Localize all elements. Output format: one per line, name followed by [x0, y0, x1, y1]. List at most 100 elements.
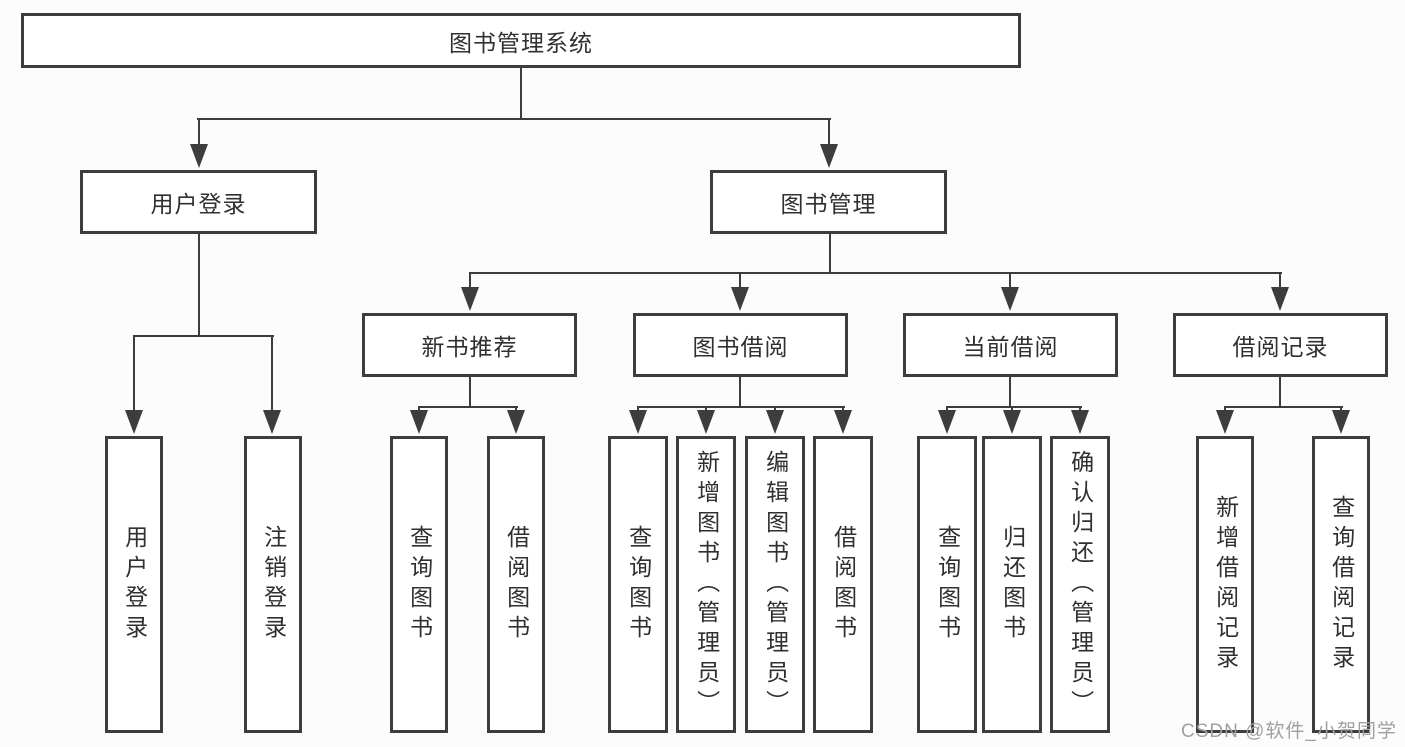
leaf-user-login: 用户登录: [105, 436, 163, 733]
leaf-edit-books-admin: 编辑图书（管理员）: [745, 436, 805, 733]
arrow-down-icon: [461, 287, 479, 311]
arrow-down-icon: [731, 287, 749, 311]
connector-arrow: [125, 335, 143, 434]
connector-line: [739, 377, 741, 407]
node-label: 当前借阅: [962, 334, 1059, 360]
connector-arrow: [820, 118, 838, 168]
connector-line: [1009, 377, 1011, 407]
arrow-down-icon: [834, 410, 852, 434]
connector-line: [1279, 377, 1281, 407]
leaf-logout: 注销登录: [244, 436, 302, 733]
connector-arrow: [938, 406, 956, 434]
connector-line: [469, 377, 471, 407]
leaf-label: 查询图书: [406, 524, 433, 645]
leaf-add-borrow-record: 新增借阅记录: [1196, 436, 1254, 733]
connector-stub: [1009, 272, 1011, 293]
leaf-label: 查询借阅记录: [1328, 494, 1355, 675]
arrow-down-icon: [766, 410, 784, 434]
leaf-label: 注销登录: [260, 524, 287, 645]
leaf-query-books: 查询图书: [390, 436, 448, 733]
arrow-down-icon: [263, 410, 281, 434]
node-label: 新书推荐: [421, 334, 518, 360]
connector-arrow: [766, 406, 784, 434]
connector-stub: [198, 118, 200, 150]
arrow-down-icon: [190, 144, 208, 168]
leaf-query-books: 查询图书: [608, 436, 668, 733]
leaf-label: 确认归还（管理员）: [1067, 449, 1094, 720]
connector-arrow: [190, 118, 208, 168]
csdn-watermark: CSDN @软件_小贺同学: [1181, 721, 1397, 742]
leaf-label: 查询图书: [625, 524, 652, 645]
node-book-management: 图书管理: [710, 170, 947, 234]
connector-stub: [828, 118, 830, 150]
leaf-return-books: 归还图书: [982, 436, 1042, 733]
connector-line: [469, 272, 1282, 274]
leaf-add-books-admin: 新增图书（管理员）: [676, 436, 736, 733]
connector-arrow: [461, 272, 479, 311]
arrow-down-icon: [697, 410, 715, 434]
connector-stub: [739, 272, 741, 293]
leaf-label: 借阅图书: [830, 524, 857, 645]
connector-arrow: [507, 406, 525, 434]
arrow-down-icon: [410, 410, 428, 434]
leaf-borrow-books: 借阅图书: [813, 436, 873, 733]
connector-stub: [469, 272, 471, 293]
leaf-label: 用户登录: [121, 524, 148, 645]
node-label: 图书管理: [780, 191, 877, 217]
node-user-login: 用户登录: [80, 170, 317, 234]
leaf-borrow-books: 借阅图书: [487, 436, 545, 733]
leaf-label: 归还图书: [999, 524, 1026, 645]
connector-arrow: [834, 406, 852, 434]
connector-line: [197, 118, 831, 120]
arrow-down-icon: [938, 410, 956, 434]
arrow-down-icon: [125, 410, 143, 434]
node-label: 图书管理系统: [449, 29, 593, 56]
arrow-down-icon: [1003, 410, 1021, 434]
connector-arrow: [1071, 406, 1089, 434]
connector-arrow: [1003, 406, 1021, 434]
leaf-query-books: 查询图书: [917, 436, 977, 733]
connector-line: [946, 406, 1082, 408]
leaf-query-borrow-record: 查询借阅记录: [1312, 436, 1370, 733]
connector-line: [829, 234, 831, 273]
connector-arrow: [263, 335, 281, 434]
arrow-down-icon: [820, 144, 838, 168]
node-label: 借阅记录: [1232, 334, 1329, 360]
connector-stub: [1279, 272, 1281, 293]
connector-arrow: [1216, 406, 1234, 434]
connector-arrow: [697, 406, 715, 434]
connector-line: [133, 335, 274, 337]
connector-line: [418, 406, 518, 408]
leaf-label: 借阅图书: [503, 524, 530, 645]
connector-line: [198, 234, 200, 336]
node-current-borrowing: 当前借阅: [903, 313, 1118, 377]
connector-line: [520, 68, 522, 120]
connector-arrow: [1332, 406, 1350, 434]
arrow-down-icon: [629, 410, 647, 434]
node-borrowing-records: 借阅记录: [1173, 313, 1388, 377]
leaf-label: 编辑图书（管理员）: [762, 449, 789, 720]
arrow-down-icon: [507, 410, 525, 434]
connector-arrow: [1271, 272, 1289, 311]
node-new-book-recommendation: 新书推荐: [362, 313, 577, 377]
node-book-borrowing: 图书借阅: [633, 313, 848, 377]
leaf-label: 新增借阅记录: [1212, 494, 1239, 675]
node-label: 图书借阅: [692, 334, 789, 360]
node-library-management-system: 图书管理系统: [21, 13, 1021, 68]
arrow-down-icon: [1001, 287, 1019, 311]
connector-line: [637, 406, 845, 408]
arrow-down-icon: [1332, 410, 1350, 434]
connector-arrow: [629, 406, 647, 434]
connector-line: [1224, 406, 1343, 408]
connector-stub: [133, 335, 135, 416]
leaf-label: 新增图书（管理员）: [693, 449, 720, 720]
arrow-down-icon: [1271, 287, 1289, 311]
connector-arrow: [731, 272, 749, 311]
node-label: 用户登录: [150, 191, 247, 217]
leaf-confirm-return-admin: 确认归还（管理员）: [1050, 436, 1110, 733]
arrow-down-icon: [1216, 410, 1234, 434]
leaf-label: 查询图书: [934, 524, 961, 645]
arrow-down-icon: [1071, 410, 1089, 434]
connector-arrow: [1001, 272, 1019, 311]
